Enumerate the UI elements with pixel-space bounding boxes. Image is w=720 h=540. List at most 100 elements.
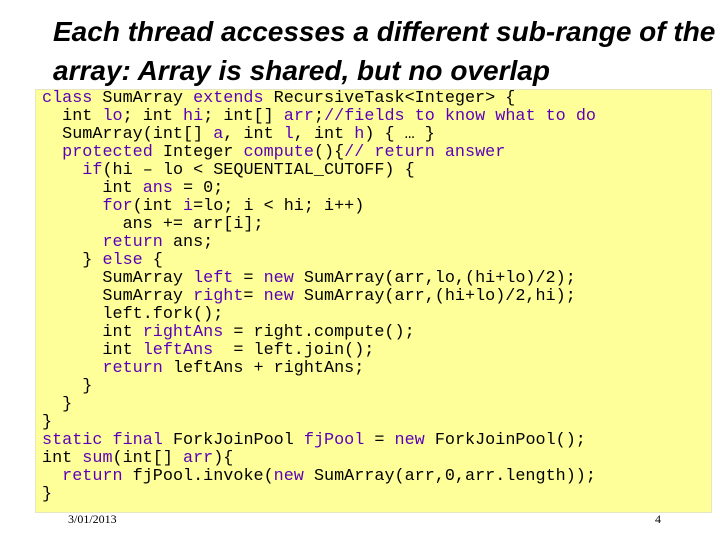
- code-line: return ans;: [42, 233, 213, 252]
- code-token: [42, 359, 102, 378]
- slide-page-number: 4: [655, 512, 661, 526]
- code-line: int rightAns = right.compute();: [42, 323, 415, 342]
- code-token: SumArray(arr,(hi+lo)/2,hi);: [293, 287, 576, 306]
- code-line: }: [42, 395, 72, 414]
- code-token: a: [213, 125, 224, 144]
- code-token: //fields to know what to do: [324, 107, 596, 126]
- code-line: protected Integer compute(){// return an…: [42, 143, 505, 162]
- code-token: SumArray: [92, 89, 194, 108]
- code-token: = right.compute();: [223, 323, 415, 342]
- code-token: ForkJoinPool();: [424, 431, 586, 450]
- code-token: fjPool: [303, 431, 365, 450]
- code-token: return: [62, 467, 123, 486]
- code-line: if(hi – lo < SEQUENTIAL_CUTOFF) {: [42, 161, 415, 180]
- code-token: }: [42, 485, 53, 504]
- code-token: = 0;: [172, 179, 224, 198]
- code-token: left: [193, 269, 234, 288]
- code-token: left.fork();: [42, 305, 224, 324]
- code-block-background: [35, 89, 712, 513]
- code-token: int: [42, 341, 143, 360]
- code-token: int: [42, 449, 83, 468]
- code-line: int leftAns = left.join();: [42, 341, 374, 360]
- code-token: int: [42, 107, 103, 126]
- code-token: ans: [142, 179, 173, 198]
- code-line: int sum(int[] arr){: [42, 449, 233, 468]
- code-token: new: [273, 467, 304, 486]
- code-token: protected: [62, 143, 153, 162]
- code-line: int ans = 0;: [42, 179, 223, 198]
- code-token: RecursiveTask<Integer> {: [263, 89, 516, 108]
- slide-title: Each thread accesses a different sub-ran…: [53, 16, 716, 86]
- code-token: rightAns: [142, 323, 224, 342]
- code-token: (){: [313, 143, 345, 162]
- code-token: // return answer: [344, 143, 506, 162]
- code-token: class: [42, 89, 93, 108]
- code-line: }: [42, 377, 92, 396]
- code-token: (hi – lo < SEQUENTIAL_CUTOFF) {: [102, 161, 415, 180]
- code-token: static: [42, 431, 103, 450]
- code-token: [42, 197, 102, 216]
- code-token: ; int[]: [203, 107, 284, 126]
- code-token: }: [42, 377, 93, 396]
- code-token: arr: [183, 449, 214, 468]
- code-token: hi: [183, 107, 204, 126]
- slide-date: 3/01/2013: [68, 512, 117, 526]
- code-token: [42, 143, 62, 162]
- code-line: ans += arr[i];: [42, 215, 264, 234]
- code-token: fjPool.invoke(: [122, 467, 274, 486]
- code-token: ; int: [122, 107, 184, 126]
- code-token: final: [112, 431, 163, 450]
- code-token: sum: [82, 449, 113, 468]
- code-token: SumArray: [42, 269, 194, 288]
- code-token: leftAns: [142, 341, 214, 360]
- code-token: lo: [102, 107, 123, 126]
- code-line: static final ForkJoinPool fjPool = new F…: [42, 431, 586, 450]
- code-token: if: [82, 161, 103, 180]
- code-line: return fjPool.invoke(new SumArray(arr,0,…: [42, 467, 596, 486]
- code-token: [42, 467, 62, 486]
- code-line: }: [42, 485, 52, 504]
- code-line: class SumArray extends RecursiveTask<Int…: [42, 89, 515, 108]
- code-token: return: [102, 233, 163, 252]
- code-token: leftAns + rightAns;: [162, 359, 365, 378]
- code-token: = left.join();: [213, 341, 375, 360]
- code-token: else: [102, 251, 143, 270]
- code-token: =: [233, 269, 264, 288]
- code-token: return: [102, 359, 163, 378]
- code-token: l: [283, 125, 294, 144]
- code-line: for(int i=lo; i < hi; i++): [42, 197, 364, 216]
- code-line: int lo; int hi; int[] arr;//fields to kn…: [42, 107, 596, 126]
- code-token: [42, 233, 102, 252]
- code-token: Integer: [152, 143, 244, 162]
- code-token: int: [42, 323, 143, 342]
- code-token: extends: [193, 89, 264, 108]
- code-token: new: [394, 431, 425, 450]
- code-token: [42, 161, 82, 180]
- code-token: [102, 431, 112, 450]
- code-token: (int[]: [112, 449, 184, 468]
- code-block: class SumArray extends RecursiveTask<Int…: [42, 90, 596, 504]
- code-token: arr: [283, 107, 314, 126]
- code-token: compute: [243, 143, 314, 162]
- code-line: return leftAns + rightAns;: [42, 359, 364, 378]
- code-line: }: [42, 413, 52, 432]
- code-token: new: [263, 287, 294, 306]
- code-token: ) { … }: [364, 125, 435, 144]
- code-token: i: [183, 197, 194, 216]
- code-token: right: [193, 287, 244, 306]
- code-token: }: [42, 395, 73, 414]
- code-line: SumArray right= new SumArray(arr,(hi+lo)…: [42, 287, 576, 306]
- code-token: , int: [223, 125, 284, 144]
- code-token: =: [243, 287, 264, 306]
- code-token: int: [42, 179, 143, 198]
- code-line: SumArray left = new SumArray(arr,lo,(hi+…: [42, 269, 575, 288]
- code-token: }: [42, 251, 103, 270]
- code-token: for: [102, 197, 133, 216]
- code-line: left.fork();: [42, 305, 223, 324]
- code-token: (int: [132, 197, 184, 216]
- code-token: SumArray(arr,0,arr.length));: [303, 467, 596, 486]
- code-token: SumArray(int[]: [42, 125, 214, 144]
- code-token: ForkJoinPool: [162, 431, 304, 450]
- code-token: ans;: [162, 233, 214, 252]
- code-token: ans += arr[i];: [42, 215, 264, 234]
